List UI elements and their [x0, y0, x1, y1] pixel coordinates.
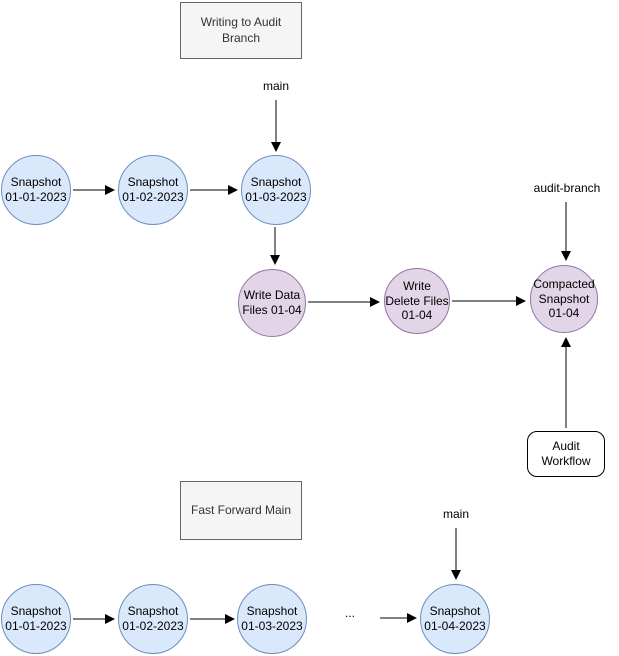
- branch-label-main-bottom: main: [442, 507, 469, 521]
- node-snapshot-01-02-2023-top: Snapshot 01-02-2023: [118, 155, 188, 225]
- branch-label-audit-branch: audit-branch: [533, 181, 601, 195]
- node-snapshot-01-03-2023-bottom: Snapshot 01-03-2023: [237, 584, 307, 654]
- node-write-delete-files-01-04: Write Delete Files 01-04: [384, 268, 450, 334]
- ellipsis-label: ...: [344, 606, 355, 620]
- section-title-fast-forward-main: Fast Forward Main: [180, 481, 302, 540]
- branch-label-main-top: main: [262, 79, 289, 93]
- node-write-data-files-01-04: Write Data Files 01-04: [238, 269, 306, 337]
- node-snapshot-01-03-2023-top: Snapshot 01-03-2023: [241, 155, 311, 225]
- section-title-writing-to-audit-branch: Writing to Audit Branch: [180, 2, 302, 59]
- node-snapshot-01-04-2023-bottom: Snapshot 01-04-2023: [420, 584, 490, 654]
- node-snapshot-01-02-2023-bottom: Snapshot 01-02-2023: [118, 584, 188, 654]
- node-compacted-snapshot-01-04: Compacted Snapshot 01-04: [530, 265, 598, 333]
- node-snapshot-01-01-2023-top: Snapshot 01-01-2023: [1, 155, 71, 225]
- box-audit-workflow: Audit Workflow: [527, 431, 605, 477]
- node-snapshot-01-01-2023-bottom: Snapshot 01-01-2023: [1, 584, 71, 654]
